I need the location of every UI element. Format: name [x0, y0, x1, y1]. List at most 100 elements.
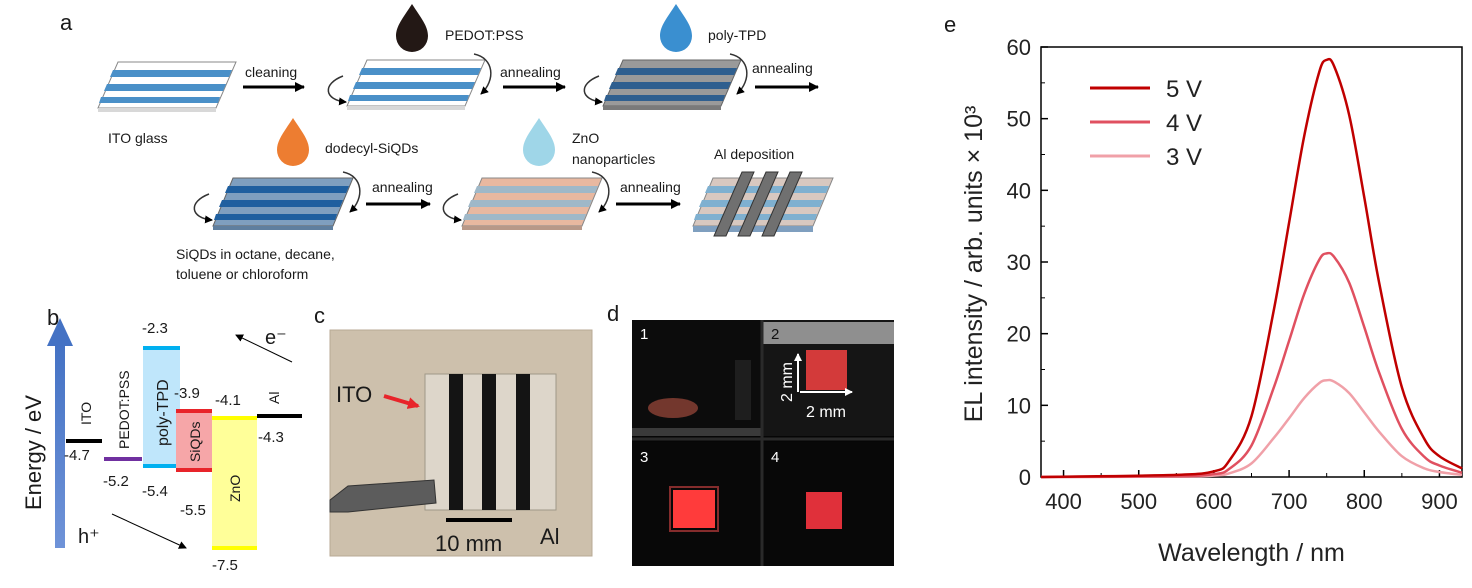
spin-arrow-right-2 — [729, 53, 748, 95]
panel-e-letter: e — [944, 12, 956, 37]
pedot-slab — [602, 59, 742, 110]
y-tick-label-30: 30 — [1007, 250, 1031, 275]
panel-c-letter: c — [314, 303, 325, 328]
tweezer — [329, 479, 437, 513]
legend-label-4v: 4 V — [1166, 110, 1202, 137]
dimension-label-vertical: 2 mm — [779, 362, 796, 402]
poly-tpd-drop-icon — [660, 4, 692, 52]
dodecyl-siqds-label: dodecyl-SiQDs — [325, 140, 418, 156]
al-stripe-2 — [482, 374, 496, 510]
siqds-bottom-value: -5.5 — [180, 502, 206, 519]
siqds-top-value: -3.9 — [174, 385, 200, 402]
photo-label-2: 2 — [771, 326, 779, 343]
al-layer-label: Al — [266, 392, 282, 404]
y-axis-label: EL intensity / arb. units × 10³ — [960, 106, 988, 423]
emitting-pixel-3 — [673, 490, 715, 528]
legend-label-5v: 5 V — [1166, 76, 1202, 103]
al-stripe-3 — [516, 374, 530, 510]
scale-bar-label: 10 mm — [435, 531, 502, 556]
panel-c: c ITO 10 mm Al — [314, 303, 593, 557]
spin-arrow-right-3 — [342, 171, 361, 213]
hole-arrow — [111, 513, 187, 549]
annealing-label-2: annealing — [752, 60, 813, 76]
photo-label-1: 1 — [640, 326, 648, 343]
y-tick-label-50: 50 — [1007, 107, 1031, 132]
al-level-value: -4.3 — [258, 429, 284, 446]
energy-axis-arrow — [55, 344, 65, 548]
poly-tpd-layer-label: poly-TPD — [155, 379, 172, 446]
panel-d: d 2 mm 2 mm 1 2 3 4 — [607, 301, 894, 566]
y-tick-label-0: 0 — [1019, 465, 1031, 490]
el-spectrum-chart: 400 500 600 700 800 900 0 10 20 30 40 50 60Wavelengt… — [960, 35, 1463, 567]
y-tick-label-10: 10 — [1007, 393, 1031, 418]
pedot-layer-label: PEDOT:PSS — [116, 370, 132, 449]
panel-a: a ITO glass cleaning PEDOT:PSS annealing — [60, 4, 834, 282]
solvent-line-2: toluene or chloroform — [176, 266, 308, 282]
emitting-pixel-2 — [806, 350, 847, 390]
x-tick-label-700: 700 — [1271, 489, 1308, 514]
pedot-label: PEDOT:PSS — [445, 27, 524, 43]
x-tick-label-500: 500 — [1120, 489, 1157, 514]
poly-tpd-box — [143, 348, 180, 466]
energy-axis-label: Energy / eV — [21, 395, 46, 510]
electron-label: e⁻ — [265, 327, 287, 349]
ito-glass-slab — [97, 61, 237, 112]
spin-arrow-left-3 — [193, 193, 213, 224]
y-tick-label-20: 20 — [1007, 322, 1031, 347]
panel-d-letter: d — [607, 301, 619, 326]
annealing-label-4: annealing — [620, 179, 681, 195]
ito-photo-label: ITO — [336, 382, 372, 407]
x-tick-label-800: 800 — [1346, 489, 1383, 514]
pedot-level-value: -5.2 — [103, 473, 129, 490]
spin-arrow-right-1 — [473, 53, 492, 95]
x-tick-label-900: 900 — [1421, 489, 1458, 514]
series-line-4v — [1040, 251, 1463, 479]
cleaned-slab — [346, 59, 486, 110]
hole-label: h⁺ — [78, 526, 100, 548]
zno-bottom-value: -7.5 — [212, 557, 238, 574]
electron-arrow — [235, 334, 293, 363]
y-tick-label-40: 40 — [1007, 178, 1031, 203]
ito-glass-label: ITO glass — [108, 130, 168, 146]
pedot-drop-icon — [396, 4, 428, 52]
x-axis-label: Wavelength / nm — [1158, 539, 1345, 567]
solvent-line-1: SiQDs in octane, decane, — [176, 246, 335, 262]
legend-label-3v: 3 V — [1166, 144, 1202, 171]
cleaning-label: cleaning — [245, 64, 297, 80]
spin-arrow-left-2 — [583, 75, 603, 106]
y-tick-label-60: 60 — [1007, 35, 1031, 60]
ito-layer-label: ITO — [78, 402, 94, 425]
panel-e: e 400 500 600 700 800 900 0 10 20 30 40 50 60Wavelen… — [944, 12, 1463, 567]
siqds-box — [176, 411, 212, 470]
poly-tpd-top-value: -2.3 — [142, 320, 168, 337]
al-photo-label: Al — [540, 524, 560, 549]
zno-drop-icon — [523, 118, 555, 166]
siqds-layer-label: SiQDs — [187, 422, 203, 462]
panel-a-letter: a — [60, 10, 73, 35]
energy-axis-arrowhead — [47, 318, 73, 346]
photo-label-4: 4 — [771, 449, 779, 466]
al-deposition-label: Al deposition — [714, 146, 794, 162]
siqds-drop-icon — [277, 118, 309, 166]
series-line-3v — [1040, 378, 1463, 479]
poly-tpd-slab — [212, 177, 354, 230]
al-device-slab — [692, 171, 834, 237]
ito-pointer-arrow — [383, 394, 420, 409]
poly-tpd-label: poly-TPD — [708, 27, 766, 43]
poly-tpd-bottom-value: -5.4 — [142, 483, 168, 500]
spin-arrow-left-4 — [442, 193, 462, 224]
x-tick-label-400: 400 — [1045, 489, 1082, 514]
ito-level-value: -4.7 — [64, 447, 90, 464]
spin-arrow-right-4 — [591, 171, 610, 213]
emitting-pixel-4 — [806, 492, 842, 529]
siqds-slab — [461, 177, 603, 230]
al-stripe-1 — [449, 374, 463, 510]
zno-top-value: -4.1 — [215, 392, 241, 409]
panel-b-letter: b — [47, 305, 59, 330]
annealing-label-1: annealing — [500, 64, 561, 80]
series-line-5v — [1040, 57, 1463, 479]
panel-b: b Energy / eV ITO -4.7 PEDOT:PSS -5.2 po… — [21, 305, 302, 574]
zno-nanoparticles-label: nanoparticles — [572, 151, 655, 167]
x-tick-label-600: 600 — [1196, 489, 1233, 514]
